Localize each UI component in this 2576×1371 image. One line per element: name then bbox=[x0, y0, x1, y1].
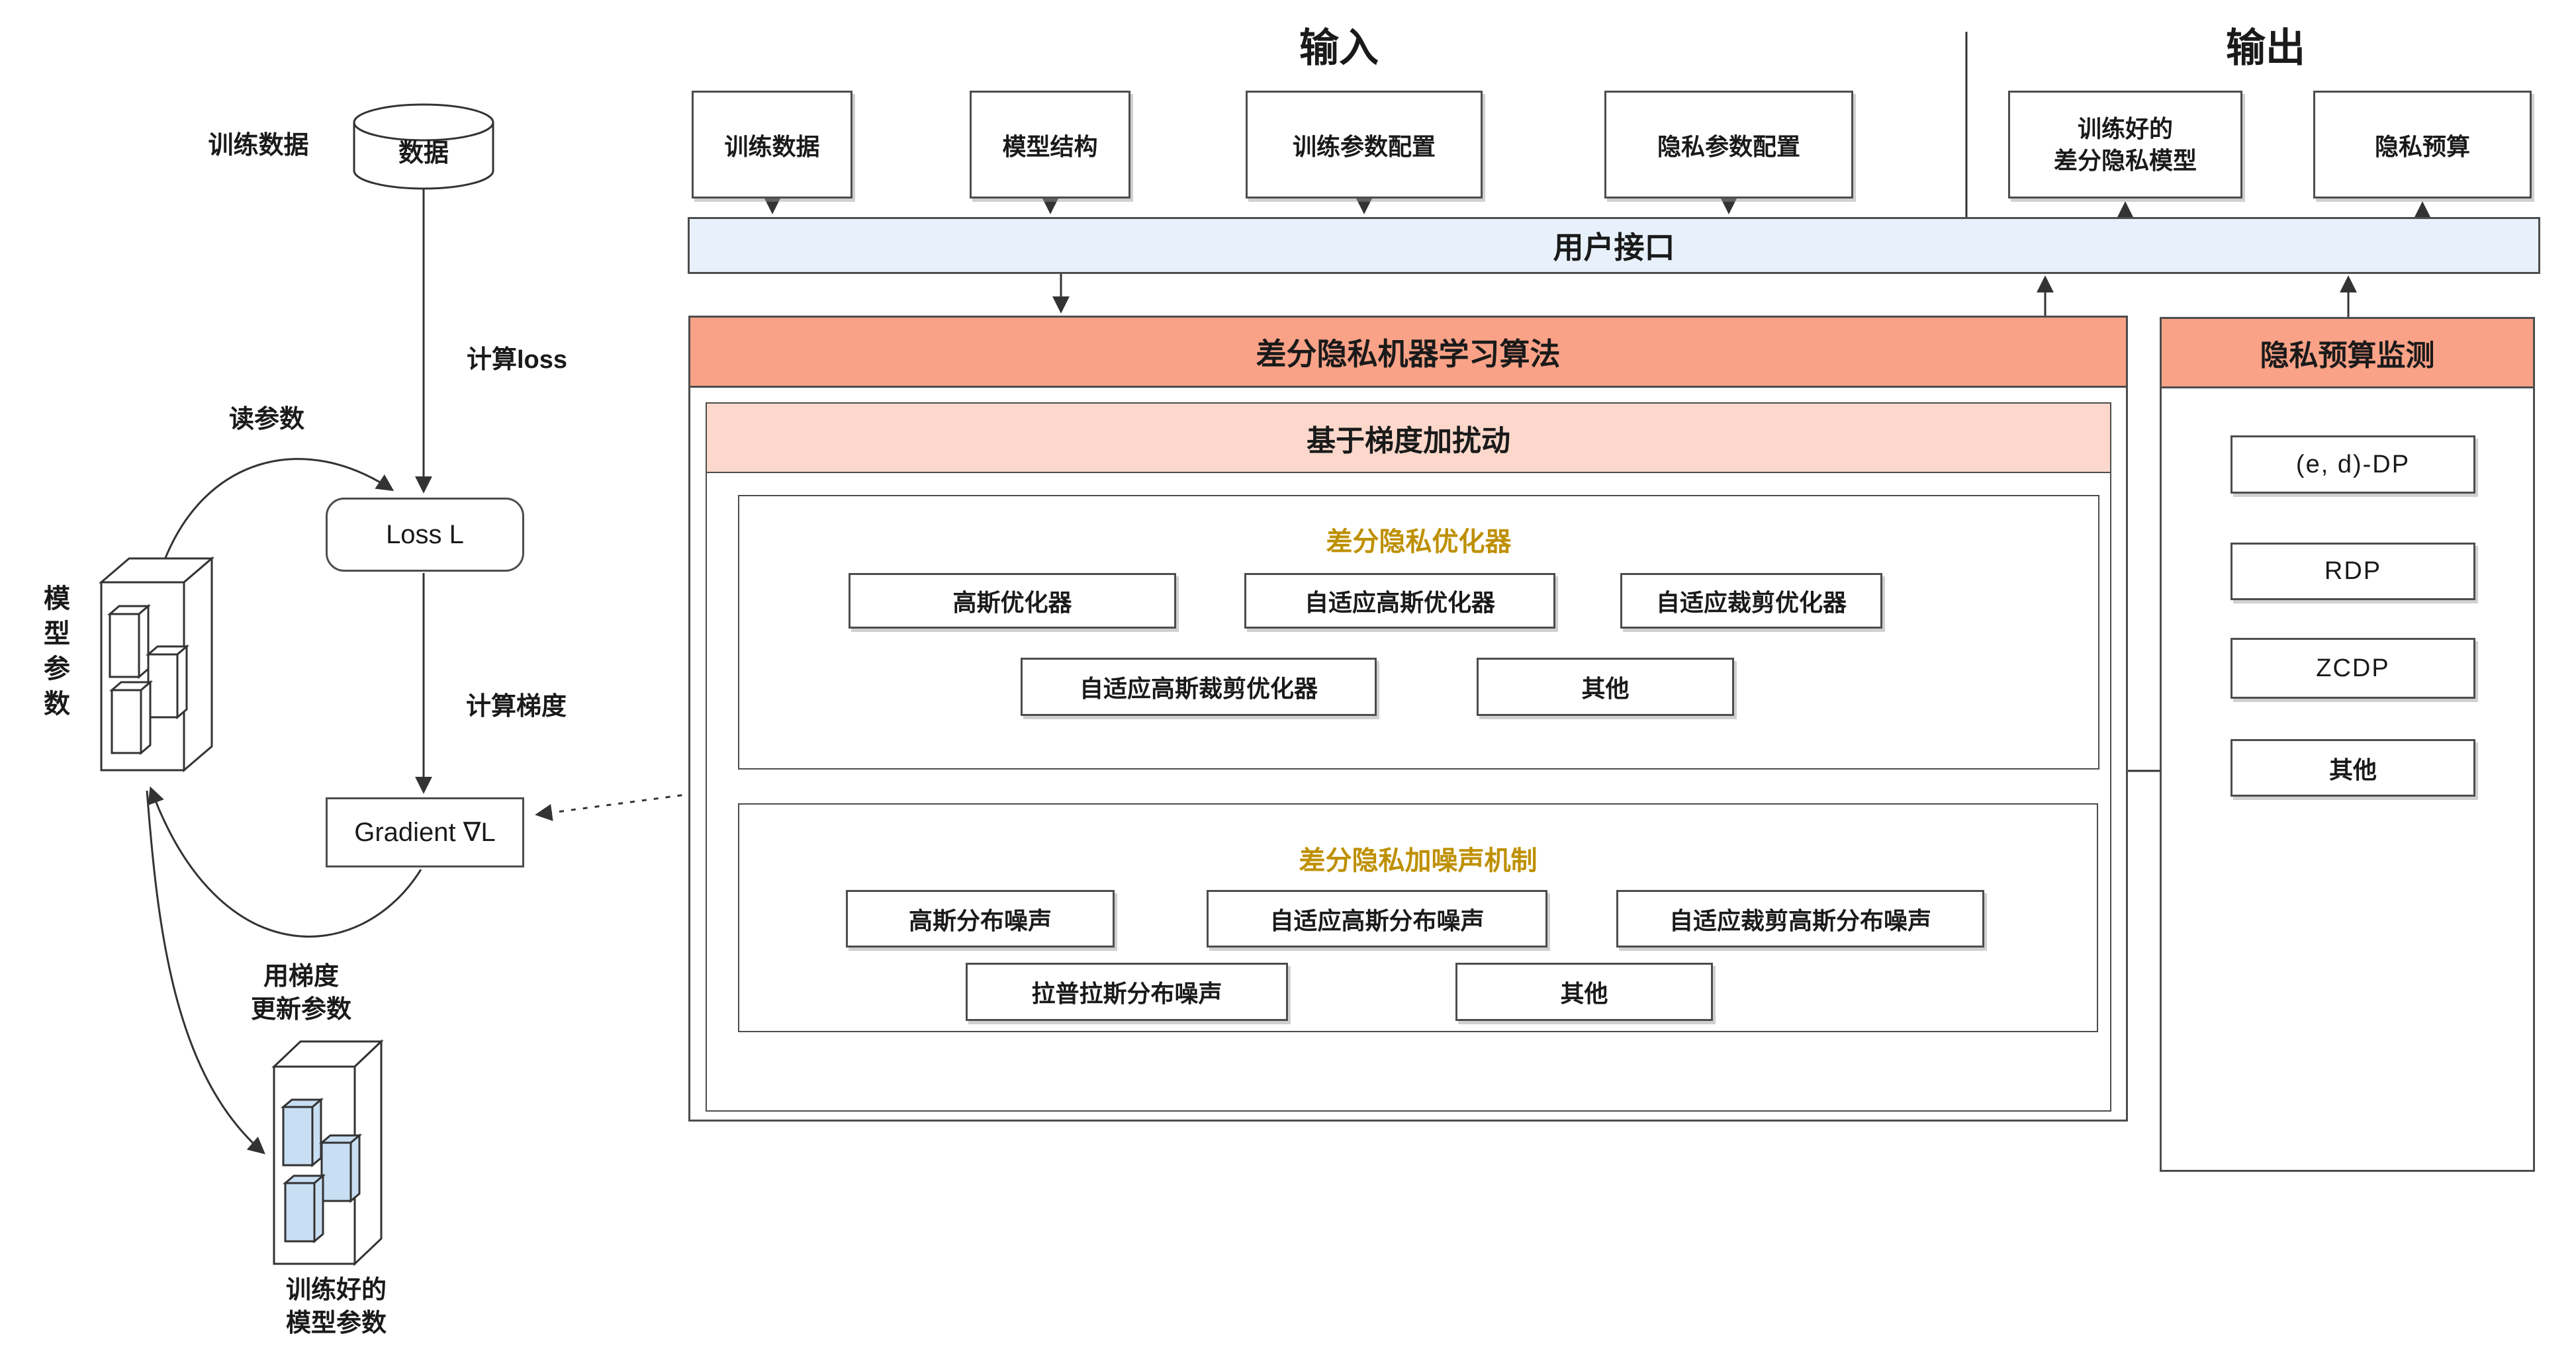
noise-gaussian: 高斯分布噪声 bbox=[846, 890, 1115, 948]
read-params-label: 读参数 bbox=[228, 405, 304, 433]
output-box-trained-dp-model: 训练好的 差分隐私模型 bbox=[2008, 91, 2242, 199]
input-box-privacy-config: 隐私参数配置 bbox=[1604, 91, 1853, 199]
database-cylinder-icon bbox=[353, 103, 494, 190]
optimizer-adaptive-gaussian-clipping: 自适应高斯裁剪优化器 bbox=[1021, 658, 1377, 716]
input-box-model-structure: 模型结构 bbox=[970, 91, 1130, 199]
monitor-item-other: 其他 bbox=[2231, 739, 2475, 797]
to-trained-model-arrow bbox=[146, 790, 265, 1155]
update-params-label: 用梯度 更新参数 bbox=[250, 962, 351, 1024]
database-label: 数据 bbox=[398, 139, 449, 167]
optimizer-section: 差分隐私优化器 bbox=[738, 495, 2099, 770]
optimizer-other: 其他 bbox=[1477, 658, 1734, 716]
optimizer-gaussian: 高斯优化器 bbox=[849, 573, 1176, 629]
monitor-item-rdp: RDP bbox=[2231, 543, 2475, 600]
input-box-training-config: 训练参数配置 bbox=[1246, 91, 1483, 199]
optimizer-section-title: 差分隐私优化器 bbox=[1326, 527, 1512, 556]
noise-other: 其他 bbox=[1455, 963, 1713, 1021]
model-params-cube-icon bbox=[98, 556, 215, 773]
compute-gradient-label: 计算梯度 bbox=[465, 692, 567, 721]
output-title: 输出 bbox=[2226, 25, 2305, 70]
optimizer-adaptive-gaussian: 自适应高斯优化器 bbox=[1244, 573, 1555, 629]
monitor-item-zcdp: ZCDP bbox=[2231, 638, 2475, 699]
noise-laplace: 拉普拉斯分布噪声 bbox=[966, 963, 1288, 1021]
model-params-label: 模 型 参 数 bbox=[44, 584, 70, 719]
training-data-label: 训练数据 bbox=[208, 131, 309, 159]
compute-loss-label: 计算loss bbox=[466, 345, 568, 374]
trained-model-cube-icon bbox=[271, 1039, 384, 1266]
ml-panel-header: 差分隐私机器学习算法 bbox=[690, 318, 2126, 388]
noise-section-title: 差分隐私加噪声机制 bbox=[1299, 846, 1538, 875]
loss-node: Loss L bbox=[326, 498, 524, 572]
monitor-panel-header: 隐私预算监测 bbox=[2162, 319, 2533, 388]
user-interface-bar: 用户接口 bbox=[688, 217, 2540, 274]
monitor-item-ed-dp: (e, d)-DP bbox=[2231, 435, 2475, 494]
gradient-node: Gradient ∇L bbox=[326, 797, 524, 867]
optimizer-adaptive-clipping: 自适应裁剪优化器 bbox=[1620, 573, 1882, 629]
gradient-perturbation-header: 基于梯度加扰动 bbox=[707, 404, 2110, 473]
noise-adaptive-gaussian: 自适应高斯分布噪声 bbox=[1207, 890, 1547, 948]
noise-to-gradient-dotted-arrow bbox=[535, 791, 706, 821]
trained-params-label: 训练好的 模型参数 bbox=[285, 1276, 387, 1337]
update-params-arrow bbox=[148, 786, 422, 938]
input-box-training-data: 训练数据 bbox=[692, 91, 852, 199]
noise-adaptive-clipping-gaussian: 自适应裁剪高斯分布噪声 bbox=[1616, 890, 1984, 948]
input-title: 输入 bbox=[1299, 25, 1379, 70]
read-params-arrow bbox=[163, 458, 394, 562]
output-box-privacy-budget: 隐私预算 bbox=[2313, 91, 2532, 199]
